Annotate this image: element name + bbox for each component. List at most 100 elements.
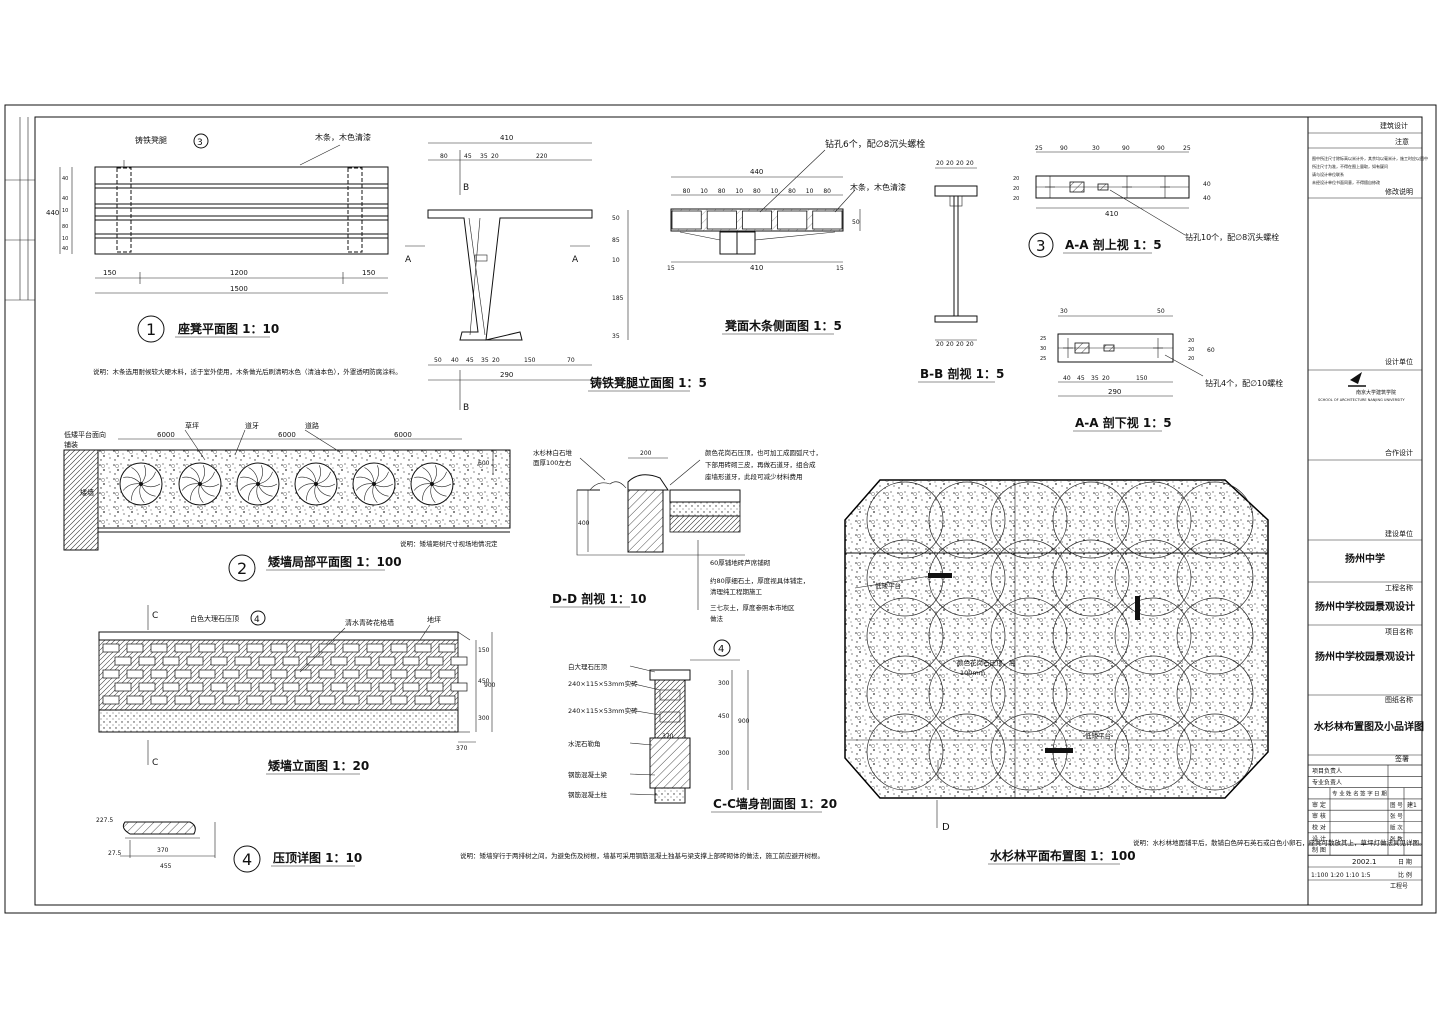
- slat: [671, 210, 702, 230]
- lattice-brick: [198, 643, 216, 653]
- d11-dim-2: 27.5: [108, 850, 122, 857]
- d4-dim-top-2: 20: [946, 160, 954, 167]
- lattice-brick: [270, 669, 288, 679]
- tree-crown: [990, 597, 1068, 675]
- d8-note-5: 做法: [710, 614, 724, 623]
- d9-label-right: 地坪: [427, 615, 441, 624]
- lattice-brick: [438, 669, 456, 679]
- d2-dim-b5: 20: [492, 357, 500, 364]
- lattice-brick: [270, 643, 288, 653]
- d1-dim-side-6: 40: [62, 246, 68, 252]
- lattice-brick: [126, 669, 144, 679]
- tb-client-label: 建设单位: [1385, 529, 1413, 538]
- outer-frame: [4, 104, 1437, 914]
- d2-dim-b4: 35: [481, 357, 489, 364]
- tb-note-line-4: 未经设计单位书面同意，不得擅自修改: [1312, 179, 1380, 185]
- drawing-no-value: 建1: [1407, 801, 1417, 809]
- lattice-brick: [210, 682, 228, 692]
- lattice-brick: [330, 656, 348, 666]
- d2-dim-b7: 70: [567, 357, 575, 364]
- d3-dim-slat: 10: [735, 188, 743, 195]
- d9-dim-300: 300: [478, 715, 490, 722]
- tb-note-line-3: 请与设计单位联系: [1312, 171, 1344, 177]
- d7-label-curb: 道牙: [245, 421, 259, 430]
- tb-scale-label: 比 例: [1398, 871, 1412, 879]
- tb-unit-label: 设计单位: [1385, 357, 1413, 366]
- d7-label-left-1: 低矮平台面向: [64, 430, 106, 439]
- slat: [706, 210, 737, 230]
- tb-sign-label: 签署: [1395, 754, 1409, 763]
- d5-dim-l1: 20: [1013, 176, 1019, 182]
- lattice-brick: [366, 643, 384, 653]
- tree-crown: [1052, 481, 1130, 559]
- d5-dim-r1: 40: [1203, 181, 1211, 188]
- d7-dim-2: 6000: [278, 431, 296, 439]
- sheet-count-label: 张 数: [1390, 835, 1403, 843]
- d10-dim-370: 370: [662, 733, 674, 740]
- d11-dim-1: 227.5: [96, 817, 113, 824]
- aa-top-view-drawing: 25 90 30 90 90 25 410 40 40 20 20 20 钻孔1…: [1013, 145, 1279, 258]
- tb-project-label: 工程名称: [1385, 583, 1413, 592]
- role-discipline-lead: 专业负责人: [1312, 778, 1342, 786]
- tree-crown: [1176, 539, 1254, 617]
- lattice-brick: [294, 695, 312, 705]
- lattice-brick: [174, 695, 192, 705]
- dd-section-drawing: 200 400 水杉林白石堆 面厚100左右 颜色花岗石压顶，也可加工成圆弧尺寸…: [533, 448, 822, 623]
- d11-title: 压顶详图 1：10: [273, 850, 362, 865]
- tb-partner-label: 合作设计: [1385, 448, 1413, 457]
- d8-note-4: 三七灰土，厚度参照本市地区: [710, 603, 795, 612]
- d7-dim-1: 6000: [157, 431, 175, 439]
- d5-label: 钻孔10个，配∅8沉头螺栓: [1185, 232, 1279, 242]
- tree-crown: [928, 655, 1006, 733]
- d5-dim-l2: 20: [1013, 186, 1019, 192]
- lattice-brick: [102, 695, 120, 705]
- d6-dim-b2: 45: [1077, 375, 1085, 382]
- lattice-brick: [342, 695, 360, 705]
- grove-plan-drawing: 低矮平台 颜色花岗石压顶，高 100mm 低矮平台 D 水杉林平面布置图 1：1…: [844, 479, 1426, 865]
- d10-label-1: 白大理石压顶: [568, 662, 608, 671]
- sign-col-header: 日 期: [1374, 791, 1387, 798]
- sheet-no-label: 张 号: [1390, 812, 1403, 820]
- d10-label-4: 水泥石勒角: [568, 739, 601, 748]
- tb-drawing-value: 水杉林布置图及小品详图: [1313, 720, 1424, 733]
- d12-mark-d: D: [942, 822, 950, 833]
- d4-dim-top-4: 20: [966, 160, 974, 167]
- d3-dim-15-left: 15: [667, 265, 675, 272]
- d3-dim-slat: 80: [788, 188, 796, 195]
- lattice-brick: [342, 643, 360, 653]
- d6-dim-r3: 20: [1188, 356, 1194, 362]
- d9-title: 矮墙立面图 1：20: [267, 758, 369, 773]
- lattice-brick: [186, 682, 204, 692]
- d7-label-left-2: 铺装: [64, 440, 78, 449]
- lattice-brick: [438, 695, 456, 705]
- d7-dim-3: 6000: [394, 431, 412, 439]
- d6-label: 钻孔4个，配∅10螺栓: [1205, 378, 1283, 388]
- d10-callout: 4: [718, 644, 724, 655]
- d2-mark-b-bottom: B: [463, 403, 469, 413]
- sign-col-header: 签 字: [1360, 790, 1373, 798]
- d12-label-b2: 100mm: [960, 669, 985, 677]
- d2-dim-t4: 20: [491, 153, 499, 160]
- lattice-brick: [186, 656, 204, 666]
- low-wall-elevation-drawing: C C 白色大理石压顶 4 清水青砖花格墙 地坪 150 450 300 900…: [98, 605, 496, 775]
- lattice-brick: [162, 656, 180, 666]
- d5-dim-t4: 90: [1122, 145, 1130, 152]
- tb-client-value: 扬州中学: [1345, 552, 1385, 565]
- d11-dim-4: 455: [160, 863, 172, 870]
- edition-label: 版 次: [1390, 824, 1403, 832]
- d4-dim-bot-1: 20: [936, 341, 944, 348]
- d4-dim-top-1: 20: [936, 160, 944, 167]
- inner-frame: [34, 116, 1423, 906]
- tree-crown: [928, 713, 1006, 791]
- tree-crown: [866, 655, 944, 733]
- d8-note-1: 60厚铺地砖芦席铺砌: [710, 558, 771, 567]
- lattice-brick: [354, 682, 372, 692]
- d2-mark-b-top: B: [463, 183, 469, 193]
- d6-dim-l1: 25: [1040, 336, 1046, 342]
- d5-dim-t6: 25: [1183, 145, 1191, 152]
- d2-dim-r5: 35: [612, 333, 620, 340]
- tb-item-label: 项目名称: [1385, 627, 1413, 636]
- d9-mark-c-top: C: [152, 611, 158, 621]
- d9-dim-450: 450: [478, 678, 490, 685]
- d2-dim-b3: 45: [466, 357, 474, 364]
